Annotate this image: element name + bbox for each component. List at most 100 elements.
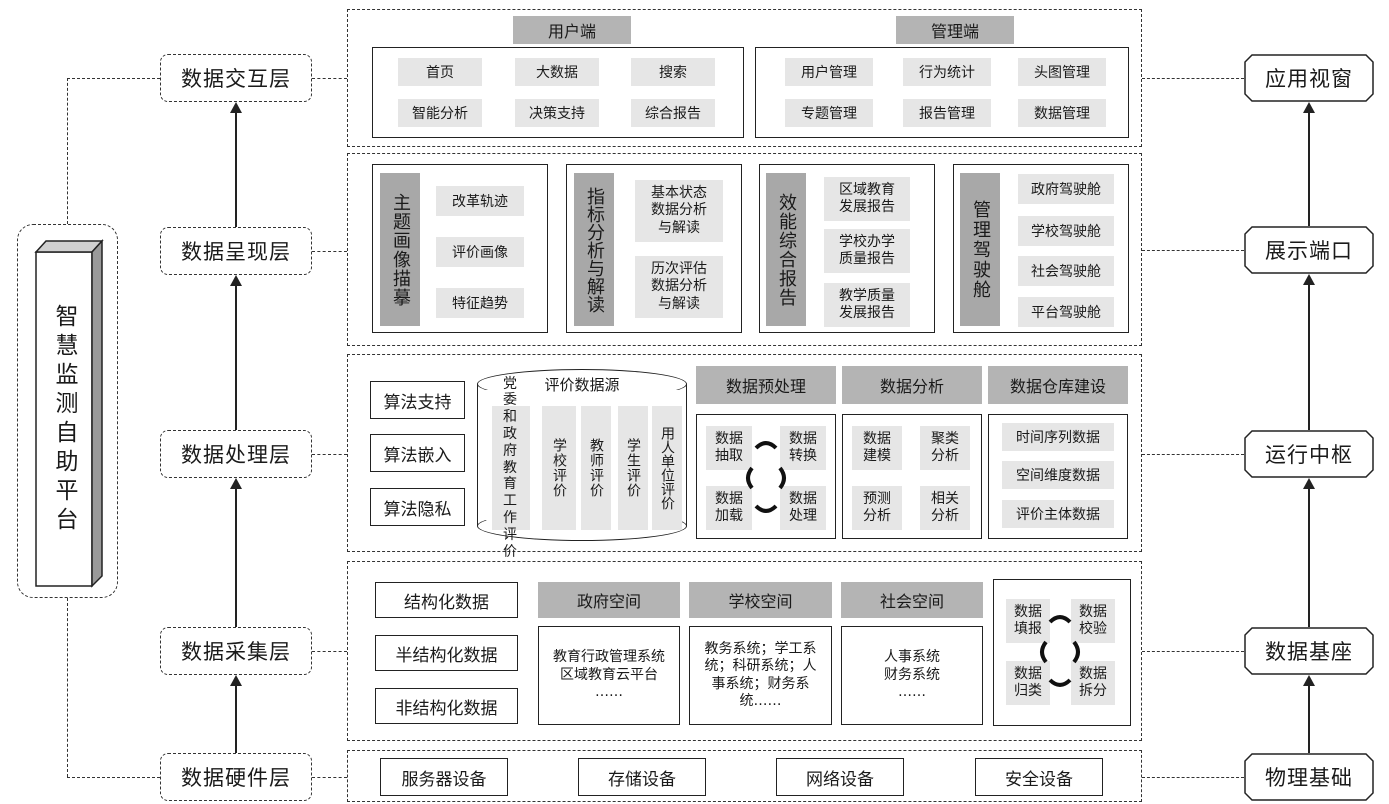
- layer-presentation: 数据呈现层: [160, 227, 312, 275]
- admin-end-box: [755, 47, 1129, 138]
- user-item: 大数据: [515, 58, 599, 86]
- society-space-title: 社会空间: [841, 582, 983, 618]
- cycle-arrows-icon: [746, 441, 786, 513]
- algo-embed: 算法嵌入: [370, 434, 465, 472]
- arrow-up-icon: [1303, 274, 1315, 285]
- pillar-shape: [34, 239, 104, 588]
- report-item: 区域教育发展报告: [824, 177, 910, 221]
- panel-interaction: [347, 9, 1142, 147]
- analysis-title: 数据分析: [842, 366, 982, 404]
- user-item: 首页: [398, 58, 482, 86]
- admin-end-title: 管理端: [896, 16, 1014, 44]
- arrow-up-icon: [1303, 102, 1315, 113]
- panel-processing: [347, 354, 1142, 552]
- cockpit-item: 学校驾驶舱: [1018, 216, 1114, 246]
- port-shape-base: [1244, 627, 1374, 675]
- user-item: 搜索: [631, 58, 715, 86]
- panel-presentation: [347, 153, 1142, 346]
- algo-support: 算法支持: [370, 381, 465, 419]
- analysis-item: 数据建模: [852, 426, 902, 470]
- port-display: 展示端口: [1265, 239, 1353, 263]
- preprocess-box: [696, 414, 836, 539]
- layer-hardware: 数据硬件层: [160, 753, 312, 801]
- type-structured: 结构化数据: [375, 582, 518, 618]
- indicator-title: 指标分析与解读: [574, 173, 614, 326]
- panel-hardware: [347, 750, 1142, 802]
- portrait-box: [372, 164, 548, 333]
- warehouse-item: 空间维度数据: [1002, 461, 1114, 489]
- warehouse-item: 时间序列数据: [1002, 423, 1114, 451]
- portrait-item: 改革轨迹: [436, 186, 524, 216]
- analysis-item: 相关分析: [920, 486, 970, 530]
- user-item: 决策支持: [515, 99, 599, 127]
- cycle-item: 数据拆分: [1071, 661, 1115, 705]
- report-title: 效能综合报告: [766, 173, 806, 326]
- arrow-up-icon: [1303, 478, 1315, 489]
- hw-server: 服务器设备: [380, 758, 508, 796]
- analysis-item: 聚类分析: [920, 426, 970, 470]
- analysis-item: 预测分析: [852, 486, 902, 530]
- source-item: 党委和政府教育工作评价: [492, 376, 530, 560]
- cycle-arrows-icon: [1040, 615, 1080, 687]
- cockpit-item: 政府驾驶舱: [1018, 174, 1114, 204]
- admin-item: 专题管理: [785, 99, 873, 127]
- hw-network: 网络设备: [776, 758, 904, 796]
- platform-frame: [17, 224, 118, 598]
- layer-collection: 数据采集层: [160, 627, 312, 675]
- source-item: 教师评价: [581, 406, 611, 530]
- platform-title: 智慧监测自助平台: [51, 304, 77, 536]
- gov-space-box: 教育行政管理系统区域教育云平台……: [538, 626, 680, 725]
- portrait-item: 评价画像: [436, 237, 524, 267]
- admin-item: 用户管理: [785, 58, 873, 86]
- cockpit-title: 管理驾驶舱: [960, 173, 1000, 326]
- cockpit-item: 平台驾驶舱: [1018, 297, 1114, 327]
- port-data-base: 数据基座: [1265, 640, 1353, 664]
- source-item: 用人单位评价: [652, 406, 682, 530]
- gov-space-title: 政府空间: [538, 582, 680, 618]
- indicator-item: 基本状态数据分析与解读: [635, 180, 723, 242]
- school-space-title: 学校空间: [689, 582, 832, 618]
- port-shape-display: [1244, 226, 1374, 274]
- arrow-up-icon: [230, 102, 242, 113]
- type-semi-structured: 半结构化数据: [375, 635, 518, 671]
- port-physical: 物理基础: [1265, 766, 1353, 790]
- arrow-up-icon: [230, 275, 242, 286]
- admin-item: 行为统计: [903, 58, 991, 86]
- user-item: 智能分析: [398, 99, 482, 127]
- cockpit-box: [953, 164, 1129, 333]
- cycle-item: 数据归类: [1006, 661, 1050, 705]
- society-space-box: 人事系统财务系统……: [841, 626, 983, 725]
- preprocess-title: 数据预处理: [696, 366, 836, 404]
- port-shape-app: [1244, 54, 1374, 102]
- warehouse-box: [988, 414, 1128, 539]
- warehouse-item: 评价主体数据: [1002, 500, 1114, 528]
- arrow-up-icon: [230, 675, 242, 686]
- type-unstructured: 非结构化数据: [375, 688, 518, 724]
- user-end-box: [372, 47, 744, 138]
- cycle-item: 数据校验: [1071, 599, 1115, 643]
- preprocess-item: 数据抽取: [706, 426, 752, 470]
- port-app-window: 应用视窗: [1265, 67, 1353, 91]
- cycle-box: [993, 579, 1131, 726]
- admin-item: 头图管理: [1018, 58, 1106, 86]
- report-box: [759, 164, 935, 333]
- cockpit-item: 社会驾驶舱: [1018, 256, 1114, 286]
- user-item: 综合报告: [631, 99, 715, 127]
- report-item: 学校办学质量报告: [824, 229, 910, 273]
- hw-security: 安全设备: [975, 758, 1103, 796]
- admin-item: 报告管理: [903, 99, 991, 127]
- panel-collection: [347, 561, 1142, 741]
- arrow-up-icon: [230, 478, 242, 489]
- portrait-item: 特征趋势: [436, 288, 524, 318]
- warehouse-title: 数据仓库建设: [988, 366, 1128, 404]
- user-end-title: 用户端: [513, 16, 631, 44]
- school-space-box: 教务系统；学工系统；科研系统；人事系统；财务系统……: [689, 626, 832, 725]
- data-source-title: 评价数据源: [544, 375, 620, 394]
- indicator-item: 历次评估数据分析与解读: [635, 256, 723, 318]
- preprocess-item: 数据加载: [706, 486, 752, 530]
- admin-item: 数据管理: [1018, 99, 1106, 127]
- analysis-box: [842, 414, 982, 539]
- cycle-item: 数据填报: [1006, 599, 1050, 643]
- source-item: 学生评价: [618, 406, 648, 530]
- indicator-box: [566, 164, 742, 333]
